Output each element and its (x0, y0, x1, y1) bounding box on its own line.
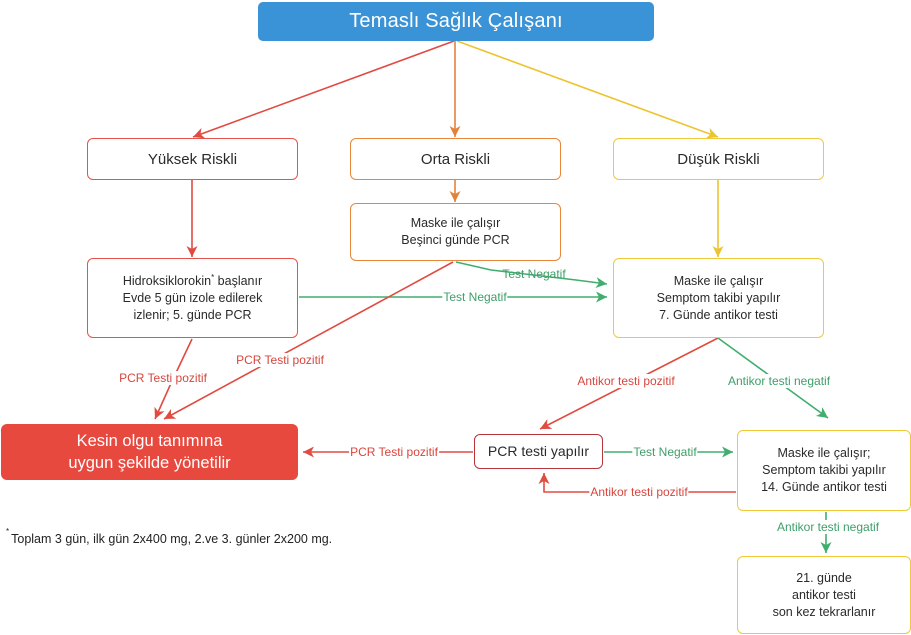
node-dusuk-riskli: Düşük Riskli (613, 138, 824, 180)
edge-label-medium-test-negatif: Test Negatif (502, 267, 566, 281)
node-medium-risk-label: Orta Riskli (420, 150, 491, 168)
node-final-line-2: uygun şekilde yönetilir (68, 454, 231, 472)
arrowhead-icon (820, 542, 832, 553)
node-root-line: Temaslı Sağlık Çalışanı (349, 10, 563, 32)
arrowhead-icon (186, 246, 198, 257)
node-day21-line-3: son kez tekrarlanır (772, 604, 876, 619)
arrowhead-icon (712, 246, 724, 257)
edge-root-low (456, 40, 719, 139)
edge-label-antikor-pozitif: Antikor testi pozitif (576, 374, 676, 388)
edge-medium-action (449, 180, 461, 202)
arrowhead-icon (815, 407, 828, 418)
arrowhead-icon (193, 128, 206, 139)
edge-line (192, 40, 455, 138)
node-day14-line-3: 14. Günde antikor testi (761, 480, 887, 494)
edge-label-high-test-negatif: Test Negatif (442, 290, 508, 304)
edge-label-14-gun-antikor-negatif: Antikor testi negatif (775, 520, 881, 534)
node-yuksek-riskli: Yüksek Riskli (87, 138, 298, 180)
drug-start-text: başlanır (214, 273, 263, 288)
edge-high-action (186, 180, 198, 257)
node-orta-riskli: Orta Riskli (350, 138, 561, 180)
node-low-action-line-2: Semptom takibi yapılır (656, 290, 781, 305)
edge-root-high (192, 40, 455, 139)
arrowhead-icon (705, 128, 718, 139)
footnote-mark: * (6, 527, 10, 536)
node-day14-line-2: Semptom takibi yapılır (762, 463, 886, 477)
node-high-action-line-2: Evde 5 gün izole edilerek (122, 290, 263, 305)
footnote-text: Toplam 3 gün, ilk gün 2x400 mg, 2.ve 3. … (11, 532, 333, 547)
edge-label-pcr-test-negatif: Test Negatif (632, 445, 698, 459)
node-pcr-test-label: PCR testi yapılır (487, 443, 590, 459)
node-high-action-line-3: izlenir; 5. günde PCR (133, 307, 252, 322)
node-maske-14-gun-antikor: Maske ile çalışır; Semptom takibi yapılı… (737, 430, 911, 511)
node-temasli-saglik-calisani: Temaslı Sağlık Çalışanı (258, 2, 654, 41)
node-low-risk-label: Düşük Riskli (677, 150, 760, 168)
arrowhead-icon (722, 446, 733, 458)
node-maske-7-gun-antikor: Maske ile çalışır Semptom takibi yapılır… (613, 258, 824, 338)
arrowhead-icon (154, 406, 165, 419)
node-low-action-line-1: Maske ile çalışır (673, 273, 764, 288)
arrowhead-icon (303, 446, 314, 458)
node-low-action-line-3: 7. Günde antikor testi (659, 307, 778, 322)
edge-low-action (712, 180, 724, 257)
node-day14-line-1: Maske ile çalışır; (777, 446, 871, 460)
edge-label-antikor-negatif: Antikor testi negatif (726, 374, 832, 388)
edge-label-14-gun-antikor-pozitif: Antikor testi pozitif (589, 485, 689, 499)
footnote-reference-mark: * (211, 272, 215, 282)
arrowhead-icon (596, 291, 607, 303)
arrowhead-icon (449, 191, 461, 202)
node-high-risk-label: Yüksek Riskli (147, 150, 238, 168)
node-medium-action-line-2: Beşinci günde PCR (401, 233, 510, 247)
arrowhead-icon (595, 277, 607, 288)
edge-root-medium (449, 41, 461, 137)
node-hidroksiklorokin: Hidroksiklorokin* başlanır Evde 5 gün iz… (87, 258, 298, 338)
edge-line (456, 40, 719, 138)
drug-name: Hidroksiklorokin (122, 273, 212, 288)
node-pcr-testi-yapilir: PCR testi yapılır (474, 434, 603, 469)
node-high-action-line-1: Hidroksiklorokin* başlanır (123, 273, 262, 290)
footnote: *Toplam 3 gün, ilk gün 2x400 mg, 2.ve 3.… (6, 527, 333, 547)
arrowhead-icon (164, 408, 177, 419)
node-medium-action-line-1: Maske ile çalışır (410, 216, 501, 230)
edge-label-high-pcr-pozitif: PCR Testi pozitif (118, 371, 208, 385)
arrowhead-icon (538, 473, 550, 484)
edge-label-medium-pcr-pozitif: PCR Testi pozitif (235, 353, 325, 367)
node-day21-line-1: 21. günde (796, 570, 852, 585)
arrowhead-icon (449, 126, 461, 137)
node-maske-besinci-gun-pcr: Maske ile çalışır Beşinci günde PCR (350, 203, 561, 261)
arrowhead-icon (540, 419, 553, 429)
node-day21-line-2: antikor testi (792, 587, 856, 602)
node-kesin-olgu: Kesin olgu tanımına uygun şekilde yöneti… (1, 424, 298, 480)
node-final-line-1: Kesin olgu tanımına (76, 432, 223, 450)
edge-label-pcr-testi-pozitif: PCR Testi pozitif (349, 445, 439, 459)
node-21-gun-antikor: 21. günde antikor testi son kez tekrarla… (737, 556, 911, 634)
